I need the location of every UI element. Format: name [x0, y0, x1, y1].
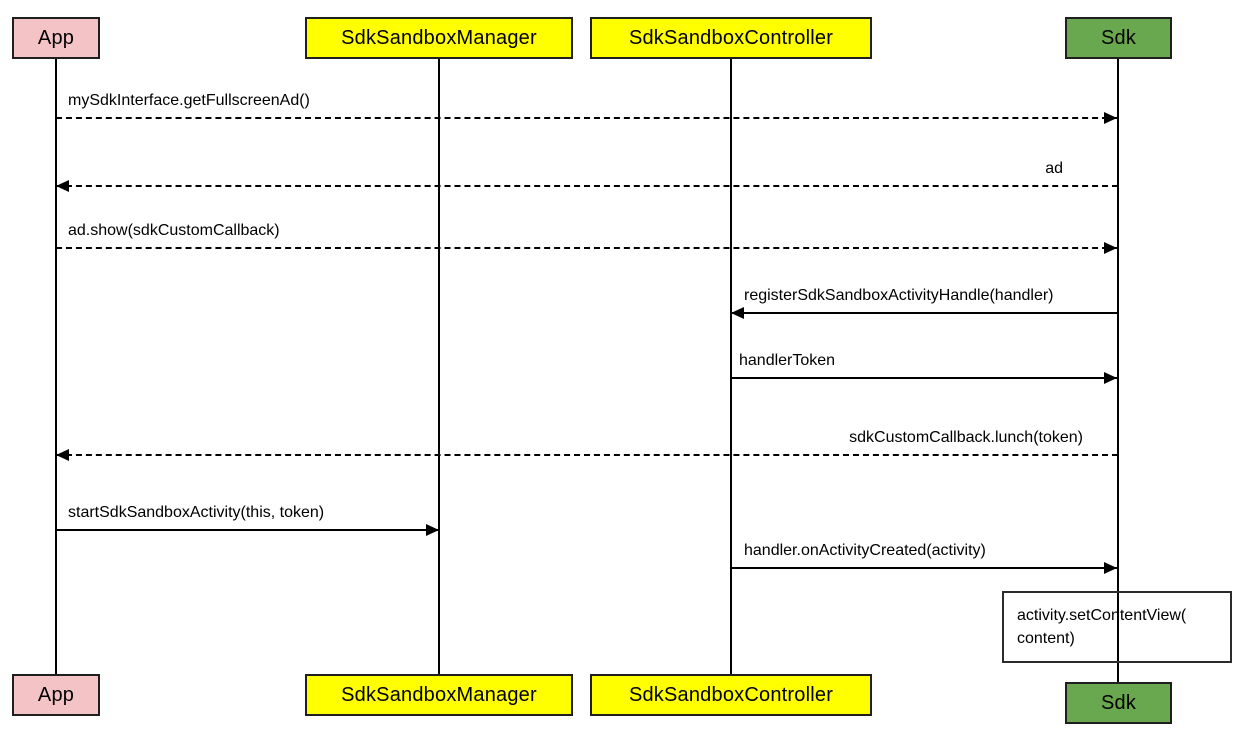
message-label: ad.show(sdkCustomCallback): [68, 222, 280, 239]
actor-box-sdk-sandbox-manager-top: SdkSandboxManager: [305, 17, 573, 59]
message-label: ad: [1045, 160, 1063, 177]
arrowhead-right: [1104, 242, 1117, 254]
message-label: registerSdkSandboxActivityHandle(handler…: [744, 287, 1054, 304]
message-label: sdkCustomCallback.lunch(token): [849, 429, 1083, 446]
arrowhead-right: [1104, 372, 1117, 384]
note-set-content-view: activity.setContentView( content): [1002, 591, 1232, 663]
actor-box-sdk-top: Sdk: [1065, 17, 1172, 59]
actor-label-sdk: Sdk: [1100, 691, 1137, 714]
message-label: handlerToken: [739, 352, 836, 369]
actor-box-app-bottom: App: [12, 674, 100, 716]
actor-label-sdk-sandbox-controller: SdkSandboxController: [628, 26, 834, 49]
note-line-1: activity.setContentView(: [1017, 607, 1187, 624]
note-line-2: content): [1017, 630, 1075, 647]
message-line: [56, 117, 1118, 119]
message-label: mySdkInterface.getFullscreenAd(): [68, 92, 310, 109]
actor-label-sdk-sandbox-manager: SdkSandboxManager: [341, 683, 537, 706]
message-line: [56, 247, 1118, 249]
actor-box-sdk-bottom: Sdk: [1065, 682, 1172, 724]
lifeline-sdk-sandbox-controller: [730, 58, 732, 674]
actor-box-app-top: App: [12, 17, 100, 59]
lifeline-sdk: [1117, 58, 1119, 682]
message-line: [56, 454, 1118, 456]
arrowhead-right: [1104, 562, 1117, 574]
actor-box-sdk-sandbox-manager-bottom: SdkSandboxManager: [305, 674, 573, 716]
arrowhead-left: [56, 180, 69, 192]
message-line: [731, 567, 1118, 569]
lifeline-sdk-sandbox-manager: [438, 58, 440, 674]
message-line: [731, 377, 1118, 379]
actor-label-app: App: [37, 26, 75, 49]
arrowhead-right: [1104, 112, 1117, 124]
actor-label-sdk-sandbox-controller: SdkSandboxController: [628, 683, 834, 706]
arrowhead-left: [731, 307, 744, 319]
message-label: startSdkSandboxActivity(this, token): [68, 504, 325, 521]
message-label: handler.onActivityCreated(activity): [744, 542, 986, 559]
message-line: [56, 185, 1118, 187]
message-line: [56, 529, 439, 531]
actor-box-sdk-sandbox-controller-bottom: SdkSandboxController: [590, 674, 872, 716]
lifeline-app: [55, 58, 57, 674]
actor-label-sdk: Sdk: [1100, 26, 1137, 49]
actor-label-sdk-sandbox-manager: SdkSandboxManager: [341, 26, 537, 49]
message-line: [731, 312, 1118, 314]
actor-box-sdk-sandbox-controller-top: SdkSandboxController: [590, 17, 872, 59]
arrowhead-right: [426, 524, 439, 536]
arrowhead-left: [56, 449, 69, 461]
actor-label-app: App: [37, 683, 75, 706]
